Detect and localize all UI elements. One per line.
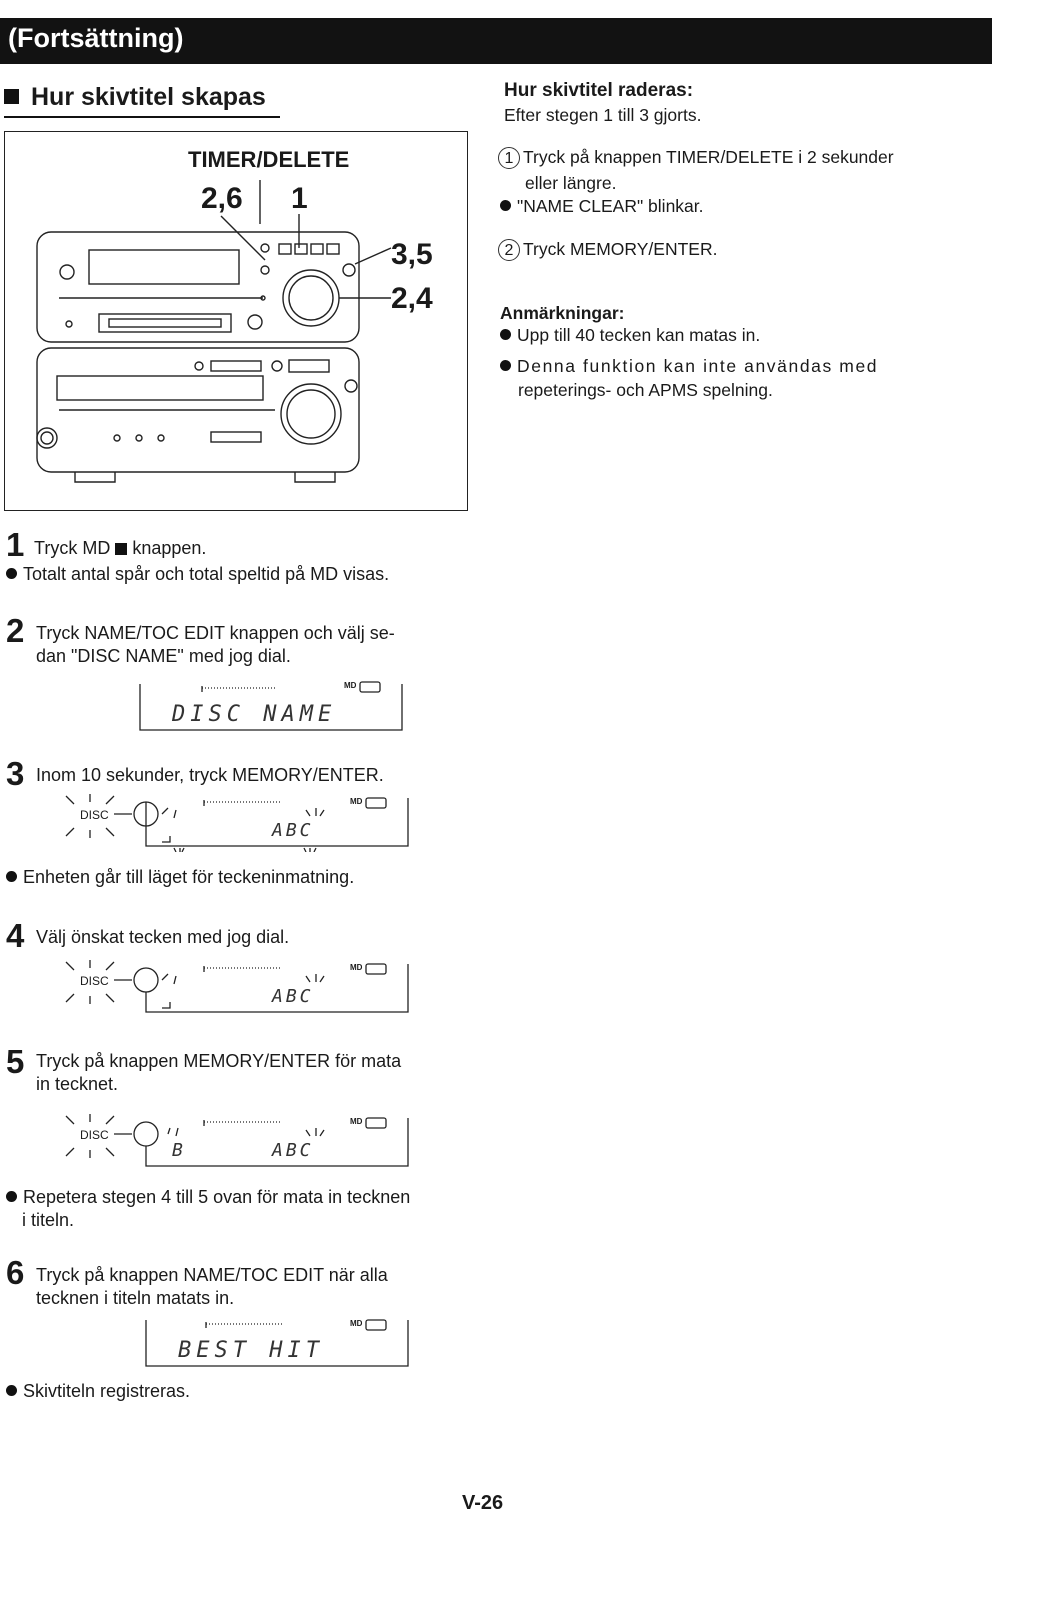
step-5-bullet: Repetera stegen 4 till 5 ovan för mata i…: [6, 1186, 410, 1209]
callout-3-5: 3,5: [391, 238, 433, 271]
step-3-text: Inom 10 sekunder, tryck MEMORY/ENTER.: [36, 765, 384, 785]
note-2-cont: repeterings- och APMS spelning.: [518, 380, 773, 400]
step-3-bullet-text: Enheten går till läget för teckeninmatni…: [23, 867, 355, 887]
delete-bullet-text: "NAME CLEAR" blinkar.: [517, 196, 704, 216]
step-number: 1: [6, 526, 25, 563]
note-2-text: Denna funktion kan inte användas med: [517, 356, 879, 376]
header-title: (Fortsättning): [8, 23, 184, 53]
section-rule: [4, 116, 280, 118]
delete-bullet: "NAME CLEAR" blinkar.: [500, 195, 704, 217]
lcd-display: DISC MD B ABC: [62, 1112, 412, 1172]
step-number: 4: [6, 917, 25, 954]
bullet-icon: [6, 568, 17, 579]
delete-step-1-text: Tryck på knappen TIMER/DELETE i 2 sekund…: [523, 147, 894, 167]
lcd-text-right: ABC: [272, 1140, 314, 1161]
note-1-text: Upp till 40 tecken kan matas in.: [517, 325, 761, 345]
step-5-bullet-cont: i titeln.: [22, 1210, 75, 1230]
step-number: 5: [6, 1043, 25, 1080]
lcd-text: BEST HIT: [178, 1338, 324, 1363]
lcd-display: DISC MD ABC: [62, 958, 412, 1018]
lcd-text: DISC NAME: [172, 702, 337, 727]
lcd-text-left: B: [172, 1140, 186, 1161]
timer-delete-label: TIMER/DELETE: [188, 147, 350, 172]
step-2-line-2: dan "DISC NAME" med jog dial.: [36, 646, 291, 666]
step-1-bullet-text: Totalt antal spår och total speltid på M…: [23, 564, 390, 584]
step-5-bullet-text: Repetera stegen 4 till 5 ovan för mata i…: [23, 1187, 411, 1207]
disc-label: DISC: [80, 1128, 109, 1142]
step-2-line-1: Tryck NAME/TOC EDIT knappen och välj se-: [36, 623, 395, 643]
step-1-text-a: Tryck MD: [34, 538, 111, 558]
step-5-line-1: Tryck på knappen MEMORY/ENTER för mata: [36, 1051, 402, 1071]
md-label: MD: [344, 681, 357, 690]
stop-symbol-icon: [115, 543, 128, 555]
step-3-bullet: Enheten går till läget för teckeninmatni…: [6, 866, 354, 889]
section-title-text: Hur skivtitel skapas: [31, 83, 266, 111]
md-label: MD: [350, 963, 363, 972]
square-bullet-icon: [4, 89, 19, 104]
delete-heading: Hur skivtitel raderas:: [504, 80, 694, 101]
disc-label: DISC: [80, 974, 109, 988]
disc-label: DISC: [80, 808, 109, 822]
step-6-bullet-text: Skivtiteln registreras.: [23, 1381, 191, 1401]
md-label: MD: [350, 1117, 363, 1126]
circled-number: 2: [498, 239, 520, 261]
lcd-display: MD DISC NAME: [136, 678, 406, 732]
step-5-line-2: in tecknet.: [36, 1074, 119, 1094]
callout-2-6: 2,6: [201, 182, 243, 215]
delete-step-1-cont: eller längre.: [525, 173, 617, 193]
step-6-line-2: tecknen i titeln matats in.: [36, 1288, 235, 1308]
device-figure: TIMER/DELETE 2,6 1 3,5 2,4: [4, 131, 468, 511]
section-title: Hur skivtitel skapas: [4, 83, 266, 112]
header-bar: (Fortsättning): [0, 18, 992, 64]
page-number: V-26: [462, 1492, 504, 1514]
step-number: 6: [6, 1254, 25, 1291]
stereo-illustration: [36, 180, 392, 483]
delete-subtitle: Efter stegen 1 till 3 gjorts.: [504, 105, 702, 125]
lcd-text-right: ABC: [272, 986, 314, 1007]
step-4-text: Välj önskat tecken med jog dial.: [36, 927, 290, 947]
lcd-text-right: ABC: [272, 820, 314, 841]
step-number: 3: [6, 755, 25, 792]
step-6-bullet: Skivtiteln registreras.: [6, 1380, 190, 1403]
callout-2-4: 2,4: [391, 282, 433, 315]
md-label: MD: [350, 1319, 363, 1328]
step-1-bullet: Totalt antal spår och total speltid på M…: [6, 563, 389, 586]
md-label: MD: [350, 797, 363, 806]
step-1-text: Tryck MD knappen.: [34, 537, 206, 560]
lcd-display: MD BEST HIT: [142, 1314, 412, 1368]
notes-heading: Anmärkningar:: [500, 303, 625, 323]
step-number: 2: [6, 612, 25, 649]
bullet-icon: [6, 1385, 17, 1396]
bullet-icon: [6, 1191, 17, 1202]
callout-1: 1: [291, 182, 308, 215]
note-2: Denna funktion kan inte användas med: [500, 355, 878, 377]
circled-number: 1: [498, 147, 520, 169]
step-1-text-b: knappen.: [132, 538, 207, 558]
bullet-icon: [6, 871, 17, 882]
bullet-icon: [500, 200, 511, 211]
step-6-line-1: Tryck på knappen NAME/TOC EDIT när alla: [36, 1265, 388, 1285]
lcd-display: DISC MD ABC: [62, 792, 412, 852]
note-1: Upp till 40 tecken kan matas in.: [500, 324, 760, 346]
bullet-icon: [500, 329, 511, 340]
bullet-icon: [500, 360, 511, 371]
delete-step-2-text: Tryck MEMORY/ENTER.: [523, 239, 718, 259]
